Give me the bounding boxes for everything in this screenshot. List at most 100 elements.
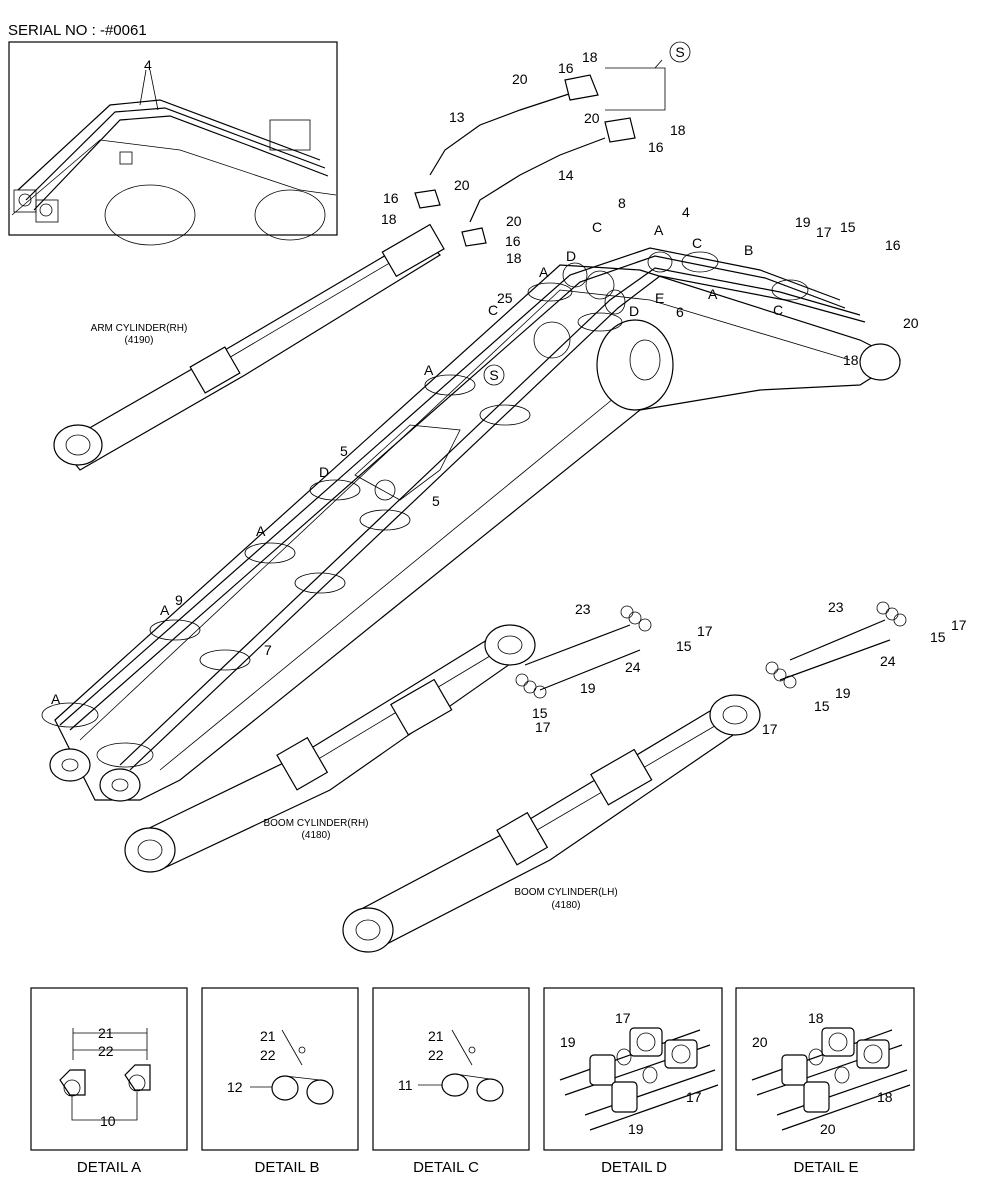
callout: 20 bbox=[454, 177, 470, 193]
callout: 7 bbox=[264, 642, 272, 658]
callout: 15 bbox=[676, 638, 692, 654]
detail-a: 21 22 10 DETAIL A bbox=[30, 987, 188, 1176]
detail-c: 21 22 11 DETAIL C bbox=[372, 987, 530, 1176]
callout: 23 bbox=[575, 601, 591, 617]
detail-label: 18 bbox=[877, 1089, 893, 1105]
callout: D bbox=[319, 464, 329, 480]
detail-e: 18 20 18 20 DETAIL E bbox=[735, 987, 915, 1176]
detail-c-title: DETAIL C bbox=[413, 1159, 479, 1176]
boom-cylinder-rh bbox=[124, 624, 536, 873]
callout: 25 bbox=[497, 290, 513, 306]
callout: 5 bbox=[432, 493, 440, 509]
callout: C bbox=[773, 302, 783, 318]
arm-cylinder-code: (4190) bbox=[125, 335, 154, 346]
boom-cylinder-lh-code: (4180) bbox=[552, 900, 581, 911]
callout: C bbox=[488, 302, 498, 318]
callout: 19 bbox=[795, 214, 811, 230]
callout: 17 bbox=[762, 721, 778, 737]
callout: 20 bbox=[584, 110, 600, 126]
callout: 24 bbox=[880, 653, 896, 669]
callout: D bbox=[629, 303, 639, 319]
detail-label: 21 bbox=[260, 1028, 276, 1044]
callout: 19 bbox=[580, 680, 596, 696]
callout: 20 bbox=[506, 213, 522, 229]
callout: 4 bbox=[144, 57, 152, 73]
s-marker-top: S bbox=[669, 41, 691, 63]
boom-cylinder-rh-code: (4180) bbox=[302, 830, 331, 841]
callout: E bbox=[655, 290, 664, 306]
detail-label: 17 bbox=[615, 1010, 631, 1026]
detail-label: 10 bbox=[100, 1113, 116, 1129]
callout: C bbox=[592, 219, 602, 235]
callout: A bbox=[160, 602, 170, 618]
s-marker-mid: S bbox=[483, 364, 505, 386]
boom-structure bbox=[49, 264, 902, 802]
callout: 15 bbox=[930, 629, 946, 645]
callout: 17 bbox=[697, 623, 713, 639]
inset-view bbox=[8, 41, 338, 246]
arm-cylinder-caption: ARM CYLINDER(RH) bbox=[91, 323, 188, 334]
callout: A bbox=[51, 691, 61, 707]
detail-b-title: DETAIL B bbox=[254, 1159, 319, 1176]
callout: 4 bbox=[682, 204, 690, 220]
detail-d: 17 19 17 19 DETAIL D bbox=[543, 987, 723, 1176]
detail-label: 22 bbox=[98, 1043, 114, 1059]
callout: 15 bbox=[840, 219, 856, 235]
callout: D bbox=[566, 248, 576, 264]
callout: A bbox=[424, 362, 434, 378]
detail-label: 22 bbox=[428, 1047, 444, 1063]
callout-labels: 4 18 16 20 13 20 18 16 14 16 20 18 20 16… bbox=[51, 49, 967, 737]
s-marker-label: S bbox=[489, 367, 498, 383]
callout: 16 bbox=[505, 233, 521, 249]
boom-cylinder-lh bbox=[342, 694, 761, 953]
detail-label: 19 bbox=[560, 1034, 576, 1050]
callout: A bbox=[256, 523, 266, 539]
detail-label: 21 bbox=[98, 1025, 114, 1041]
callout: 16 bbox=[383, 190, 399, 206]
callout: 5 bbox=[340, 443, 348, 459]
callout: 18 bbox=[381, 211, 397, 227]
detail-label: 20 bbox=[820, 1121, 836, 1137]
callout: 13 bbox=[449, 109, 465, 125]
callout: 15 bbox=[814, 698, 830, 714]
callout: 15 bbox=[532, 705, 548, 721]
callout: 19 bbox=[835, 685, 851, 701]
serial-number: SERIAL NO : -#0061 bbox=[8, 22, 147, 39]
detail-label: 18 bbox=[808, 1010, 824, 1026]
detail-b: 21 22 12 DETAIL B bbox=[201, 987, 359, 1176]
callout: 18 bbox=[843, 352, 859, 368]
callout: 16 bbox=[648, 139, 664, 155]
detail-label: 11 bbox=[398, 1077, 413, 1093]
callout: 18 bbox=[582, 49, 598, 65]
detail-label: 22 bbox=[260, 1047, 276, 1063]
callout: 9 bbox=[175, 592, 183, 608]
clamp-markers bbox=[41, 251, 809, 768]
callout: 20 bbox=[903, 315, 919, 331]
detail-label: 19 bbox=[628, 1121, 644, 1137]
callout: 18 bbox=[670, 122, 686, 138]
detail-a-title: DETAIL A bbox=[77, 1159, 141, 1176]
detail-e-title: DETAIL E bbox=[793, 1159, 858, 1176]
callout: 17 bbox=[535, 719, 551, 735]
callout: 24 bbox=[625, 659, 641, 675]
callout: 17 bbox=[951, 617, 967, 633]
arm-cylinder-rh bbox=[53, 223, 445, 471]
callout: B bbox=[744, 242, 753, 258]
boom-cylinder-lh-caption: BOOM CYLINDER(LH) bbox=[514, 887, 617, 898]
upper-hoses bbox=[414, 59, 666, 247]
s-marker-label: S bbox=[675, 44, 684, 60]
detail-label: 20 bbox=[752, 1034, 768, 1050]
callout: 16 bbox=[885, 237, 901, 253]
callout: 20 bbox=[512, 71, 528, 87]
callout: 8 bbox=[618, 195, 626, 211]
detail-label: 12 bbox=[227, 1079, 243, 1095]
detail-d-title: DETAIL D bbox=[601, 1159, 667, 1176]
boom-cyl-hoses bbox=[515, 601, 907, 699]
boom-cylinder-rh-caption: BOOM CYLINDER(RH) bbox=[263, 818, 368, 829]
callout: 23 bbox=[828, 599, 844, 615]
callout: 16 bbox=[558, 60, 574, 76]
callout: 14 bbox=[558, 167, 574, 183]
detail-label: 17 bbox=[686, 1089, 702, 1105]
callout: 18 bbox=[506, 250, 522, 266]
callout: A bbox=[654, 222, 664, 238]
